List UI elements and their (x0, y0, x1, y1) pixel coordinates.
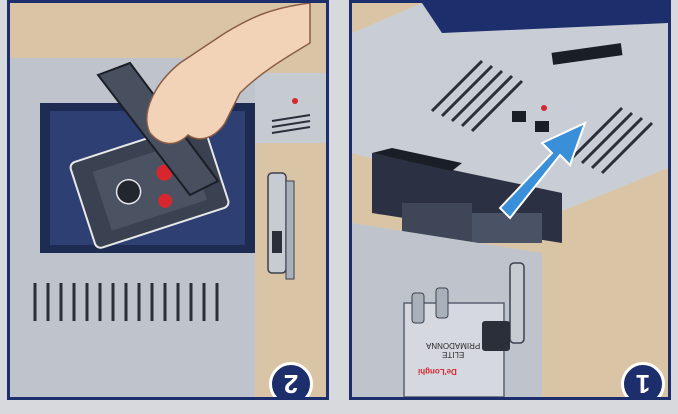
step-number-badge: 2 (269, 362, 313, 400)
brand-logo: De'Longhi (418, 367, 457, 376)
step-2-illustration (10, 3, 326, 397)
release-button-1 (512, 111, 526, 122)
model-name-label: ELITE PRIMADONNA (426, 341, 480, 359)
vent-grill-bottom (35, 283, 217, 321)
release-button-2 (535, 121, 549, 132)
indicator-light (292, 98, 298, 104)
step-number-badge: 1 (621, 362, 665, 400)
steam-wand (268, 173, 294, 279)
step-1-panel: ELITE PRIMADONNA De'Longhi 1 (349, 0, 671, 400)
step-2-panel: 2 (7, 0, 329, 400)
steam-wand (510, 263, 524, 343)
step-1-illustration (352, 3, 668, 397)
